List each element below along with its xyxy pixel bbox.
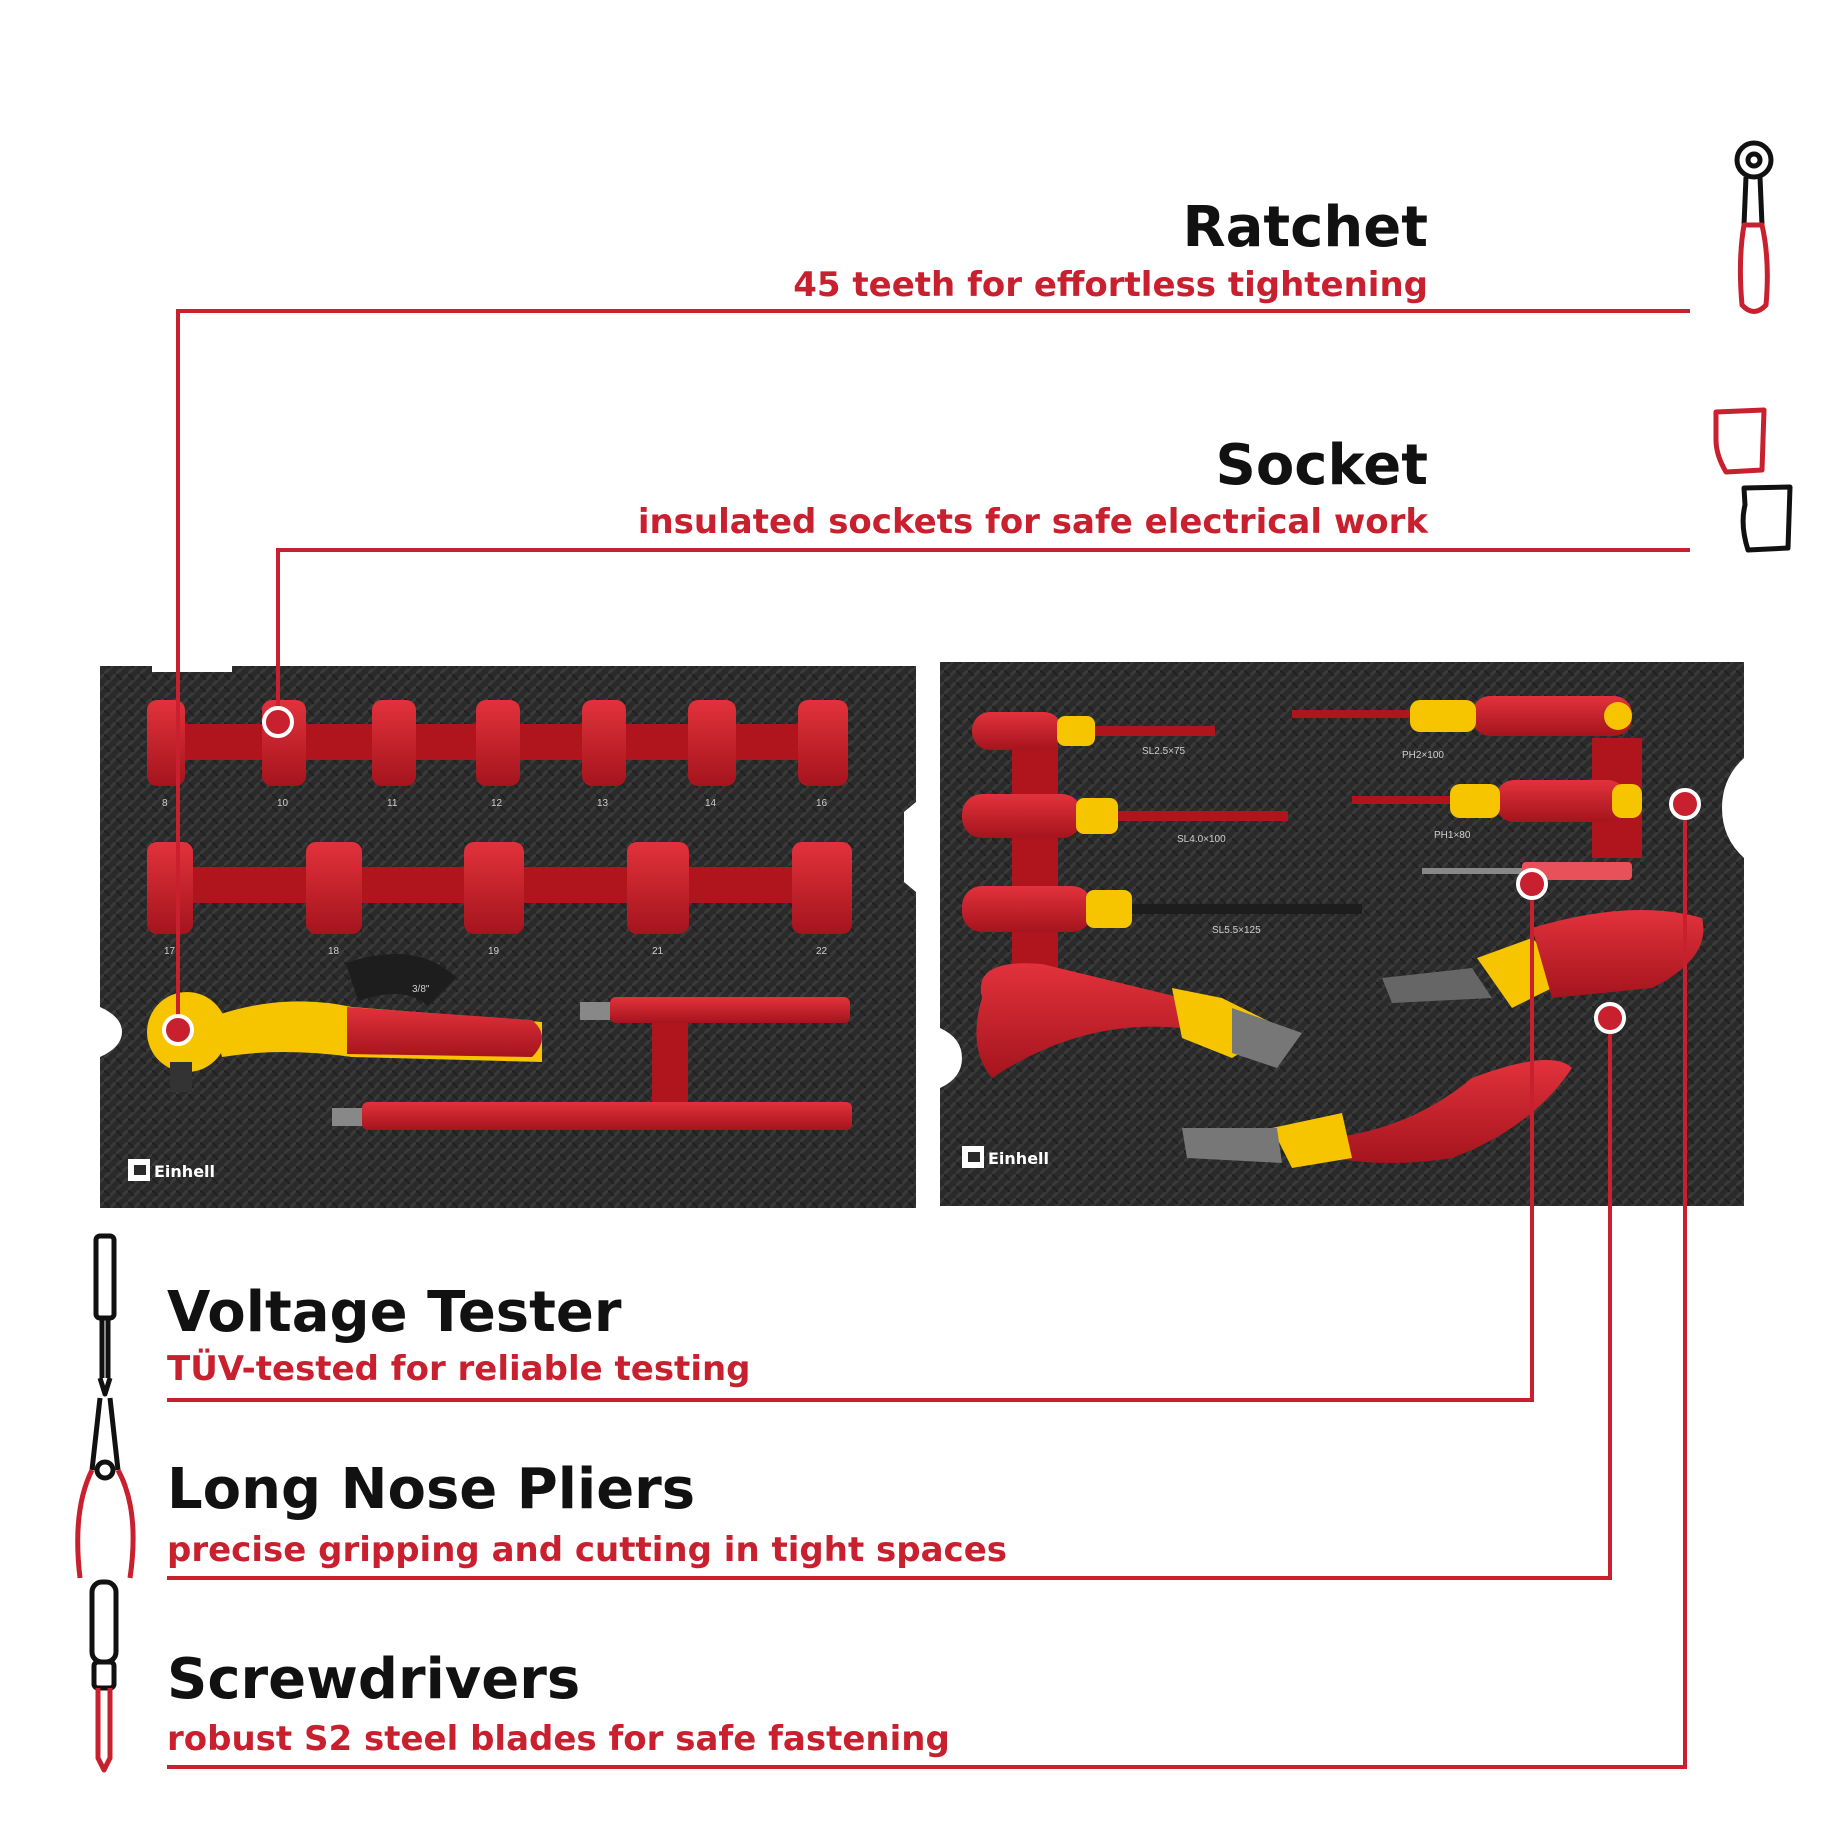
pliers-leader — [167, 1018, 1612, 1580]
socket-row-1 — [147, 700, 848, 786]
ratchet-leader — [176, 309, 1690, 1030]
screwdriver-ph2: PH2×100 — [1292, 696, 1632, 761]
socket-label: 11 — [387, 798, 398, 809]
left-tray-foam — [100, 666, 916, 1208]
socket-row-2-labels: 17 18 19 21 22 — [164, 946, 828, 957]
screwdriver-sl40: SL4.0×100 — [962, 794, 1288, 845]
brand-label: Einhell — [154, 1162, 215, 1181]
socket-label: 17 — [164, 946, 176, 957]
screwdriver-label: SL5.5×125 — [1212, 925, 1261, 936]
left-tool-tray: 8 10 11 12 13 14 16 17 18 19 21 22 3/8" — [100, 666, 916, 1208]
socket-22 — [792, 842, 852, 934]
long-nose-pliers-subtitle: precise gripping and cutting in tight sp… — [167, 1530, 1008, 1570]
screwdriver-sl55: SL5.5×125 — [962, 886, 1362, 936]
socket-label: 18 — [328, 946, 340, 957]
socket-11 — [372, 700, 416, 786]
socket-label: 14 — [705, 798, 717, 809]
socket-label: 12 — [491, 798, 503, 809]
socket-18 — [306, 842, 362, 934]
einhell-logo-left: Einhell — [128, 1159, 215, 1181]
socket-leader — [276, 548, 1690, 722]
voltage-tester-tool — [1422, 862, 1632, 880]
screwdriver-label: PH2×100 — [1402, 750, 1444, 761]
screwdrivers-subtitle: robust S2 steel blades for safe fastenin… — [167, 1719, 950, 1759]
screwdriver-label: SL4.0×100 — [1177, 834, 1226, 845]
einhell-logo-right: Einhell — [962, 1146, 1049, 1168]
screwdriver-icon — [89, 1579, 119, 1773]
socket-12 — [476, 700, 520, 786]
long-nose-pliers-title: Long Nose Pliers — [167, 1457, 696, 1522]
socket-21 — [627, 842, 689, 934]
drive-size-label: 3/8" — [412, 984, 430, 995]
socket-16 — [798, 700, 848, 786]
socket-row-2 — [147, 842, 852, 934]
socket-13 — [582, 700, 626, 786]
right-tool-tray: SL2.5×75 SL4.0×100 SL5.5×125 PH2×100 PH1… — [940, 662, 1744, 1206]
combination-pliers — [1182, 1060, 1572, 1168]
socket-title: Socket — [1215, 433, 1429, 498]
voltage-tester-title: Voltage Tester — [167, 1280, 622, 1345]
voltage-tester-subtitle: TÜV-tested for reliable testing — [167, 1349, 751, 1389]
ratchet-icon — [1734, 140, 1774, 314]
socket-label: 8 — [162, 798, 168, 809]
ratchet-marker — [162, 1014, 194, 1046]
screwdriver-label: PH1×80 — [1434, 830, 1471, 841]
socket-label: 16 — [816, 798, 828, 809]
screwdriver-sl25: SL2.5×75 — [972, 712, 1215, 757]
screwdriver-ph1: PH1×80 — [1352, 780, 1642, 841]
pliers-marker — [1594, 1002, 1626, 1034]
socket-17 — [147, 842, 193, 934]
voltage-tester-leader — [167, 884, 1534, 1402]
socket-subtitle: insulated sockets for safe electrical wo… — [637, 502, 1428, 542]
screwdriver-label: SL2.5×75 — [1142, 746, 1186, 757]
socket-14 — [688, 700, 736, 786]
socket-label: 13 — [597, 798, 609, 809]
screwdrivers-marker — [1669, 788, 1701, 820]
screwdrivers-title: Screwdrivers — [167, 1647, 581, 1712]
socket-8 — [147, 700, 185, 786]
brand-label: Einhell — [988, 1149, 1049, 1168]
socket-19 — [464, 842, 524, 934]
long-nose-pliers-tool — [1382, 910, 1704, 1008]
extension-bars — [332, 997, 852, 1130]
ratchet-subtitle: 45 teeth for effortless tightening — [793, 265, 1428, 305]
ratchet-tool: 3/8" — [147, 954, 542, 1092]
screwdrivers-leader — [167, 804, 1687, 1769]
voltage-tester-marker — [1516, 868, 1548, 900]
diagonal-cutter-pliers — [976, 963, 1302, 1078]
socket-label: 19 — [488, 946, 500, 957]
socket-row-1-labels: 8 10 11 12 13 14 16 — [162, 798, 828, 809]
ratchet-title: Ratchet — [1182, 195, 1429, 260]
socket-marker — [262, 706, 294, 738]
pliers-icon — [75, 1397, 136, 1579]
socket-label: 22 — [816, 946, 828, 957]
socket-label: 21 — [652, 946, 664, 957]
socket-label: 10 — [277, 798, 289, 809]
voltage-tester-icon — [93, 1233, 117, 1397]
socket-icon — [1713, 407, 1793, 553]
